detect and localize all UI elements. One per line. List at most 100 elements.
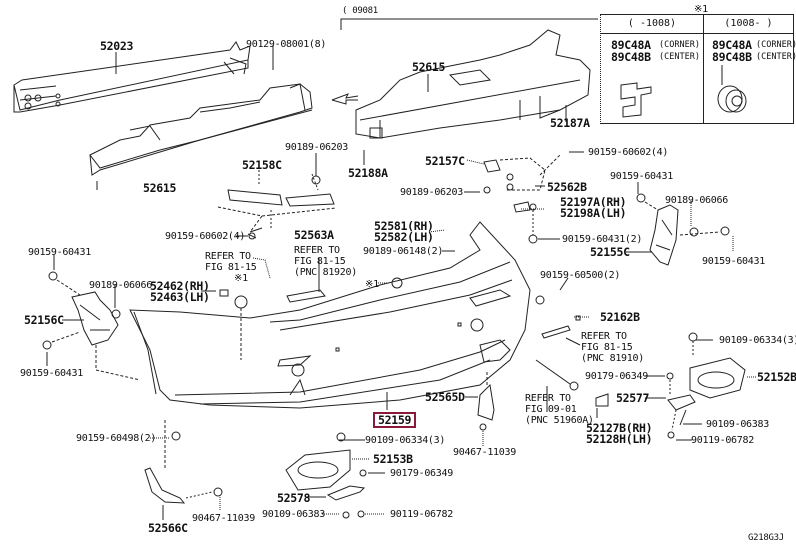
part-label[interactable]: 52152B [757, 370, 796, 384]
lamp-52153B [285, 432, 367, 491]
part-label[interactable]: 90189-06203 [285, 142, 348, 153]
part-label[interactable]: 90179-06349 [390, 468, 453, 479]
part-label[interactable]: 52188A [348, 166, 388, 180]
refer-note: (PNC 51960A) [525, 415, 594, 426]
part-label[interactable]: 90159-60431 [702, 256, 765, 267]
tow-eye-cover-rod [535, 359, 571, 385]
mudguard-52566C [144, 420, 223, 504]
part-label[interactable]: 52023 [100, 39, 134, 53]
reflector-left [286, 289, 326, 303]
part-label[interactable]: 52462(RH) [150, 279, 210, 293]
part-label[interactable]: 52158C [242, 158, 282, 172]
part-label[interactable]: 52562B [547, 180, 587, 194]
part-label[interactable]: 90467-11039 [453, 447, 516, 458]
clip-52562B [483, 173, 514, 194]
part-label[interactable]: 90467-11039 [192, 513, 255, 524]
part-label[interactable]: 52128H(LH) [586, 432, 653, 446]
part-label[interactable]: 52153B [373, 452, 413, 466]
refer-note: (PNC 81920) [294, 267, 357, 278]
part-label[interactable]: 52581(RH) [374, 219, 434, 233]
part-label[interactable]: 52187A [550, 116, 590, 130]
part-label[interactable]: 90109-06334(3) [365, 435, 446, 446]
highlighted-part-label[interactable]: 52159 [373, 412, 417, 428]
part-label[interactable]: 52155C [590, 245, 630, 259]
retainer-52462 [219, 289, 229, 297]
inset-part-number[interactable]: 89C48A [712, 38, 752, 52]
part-label[interactable]: 90159-60602(4) [588, 147, 669, 158]
part-label[interactable]: 90159-60498(2) [76, 433, 157, 444]
inset-marker: ※1 [694, 4, 708, 15]
part-label[interactable]: 52162B [600, 310, 640, 324]
refer-note: (PNC 81910) [581, 353, 644, 364]
inset-column-header: ( -1008) [601, 15, 703, 34]
part-label[interactable]: 52577 [616, 391, 650, 405]
top-bracket-label: ( 09081 [342, 6, 378, 16]
clip-marker: ※1 [365, 279, 379, 290]
part-label[interactable]: 90189-06066 [89, 280, 152, 291]
retainer-52158C [217, 173, 337, 233]
part-label[interactable]: 52197A(RH) [560, 195, 627, 209]
part-label[interactable]: 90129-08001(8) [246, 39, 327, 50]
part-label[interactable]: 52157C [425, 154, 465, 168]
inset-column-header: (1008- ) [704, 15, 793, 34]
inset-part-number[interactable]: 89C48B [611, 50, 651, 64]
retainer-52157C [483, 154, 561, 191]
part-label[interactable]: 52156C [24, 313, 64, 327]
bracket-line [340, 18, 598, 30]
part-label[interactable]: 90109-06383 [262, 509, 325, 520]
inset-panel: ( -1008) 89C48A (CORNER) 89C48B (CENTER)… [600, 14, 796, 124]
part-label[interactable]: 52582(LH) [374, 230, 434, 244]
tow-eye-cover [595, 393, 609, 407]
absorber-52615-left [89, 83, 313, 176]
screw-90159-60602 [247, 227, 263, 240]
bumper-cover-52159 [129, 221, 531, 409]
clip-sensor-bracket-icon [620, 82, 652, 118]
part-label[interactable]: 90119-06782 [691, 435, 754, 446]
part-label[interactable]: 90159-60431 [28, 247, 91, 258]
absorber-52615-right [355, 29, 591, 139]
part-label[interactable]: 52565D [425, 390, 465, 404]
direction-arrow [331, 93, 359, 105]
part-label[interactable]: 90189-06066 [665, 195, 728, 206]
bolt-90189-06203 [311, 175, 321, 185]
inset-part-number[interactable]: 89C48B [712, 50, 752, 64]
part-label[interactable]: 90179-06349 [585, 371, 648, 382]
part-label[interactable]: 90159-60431 [610, 171, 673, 182]
part-label[interactable]: 52198A(LH) [560, 206, 627, 220]
bracket-52578 [326, 485, 366, 519]
figure-code: G218G3J [748, 533, 784, 543]
part-label[interactable]: 90159-60602(4) [165, 231, 246, 242]
part-label[interactable]: 52578 [277, 491, 311, 505]
part-label[interactable]: 52615 [412, 60, 446, 74]
part-label[interactable]: 52615 [143, 181, 177, 195]
part-label[interactable]: 90109-06334(3) [719, 335, 796, 346]
part-label[interactable]: 90159-60431(2) [562, 234, 643, 245]
inset-part-desc: (CORNER) [659, 40, 700, 50]
refer-note: REFER TO [205, 251, 251, 262]
refer-note: REFER TO [525, 393, 571, 404]
part-label[interactable]: 90119-06782 [390, 509, 453, 520]
inset-part-number[interactable]: 89C48A [611, 38, 651, 52]
part-label[interactable]: 52563A [294, 228, 334, 242]
inset-column-late: (1008- ) 89C48A (CORNER) 89C48B (CENTER) [704, 15, 796, 123]
refer-note: FIG 81-15 [294, 256, 346, 267]
refer-note: FIG 81-15 [205, 262, 257, 273]
part-label[interactable]: 90189-06203 [400, 187, 463, 198]
part-label[interactable]: 52463(LH) [150, 290, 210, 304]
retainer-52197A [513, 201, 538, 244]
refer-note: REFER TO [581, 331, 627, 342]
clip-markers [234, 277, 403, 360]
refer-note: FIG 09-01 [525, 404, 577, 415]
inset-part-desc: (CENTER) [659, 52, 700, 62]
part-label[interactable]: 90159-60431 [20, 368, 83, 379]
part-label[interactable]: 52127B(RH) [586, 421, 653, 435]
part-label[interactable]: 90109-06383 [706, 419, 769, 430]
parking-sensor-icon [717, 65, 747, 113]
refer-note: REFER TO [294, 245, 340, 256]
reflector-right [541, 325, 571, 339]
part-label[interactable]: 90159-60500(2) [540, 270, 621, 281]
reinforcement-52023 [13, 41, 251, 113]
inset-column-early: ( -1008) 89C48A (CORNER) 89C48B (CENTER) [601, 15, 704, 123]
part-label[interactable]: 52566C [148, 521, 188, 535]
part-label[interactable]: 90189-06148(2) [363, 246, 444, 257]
